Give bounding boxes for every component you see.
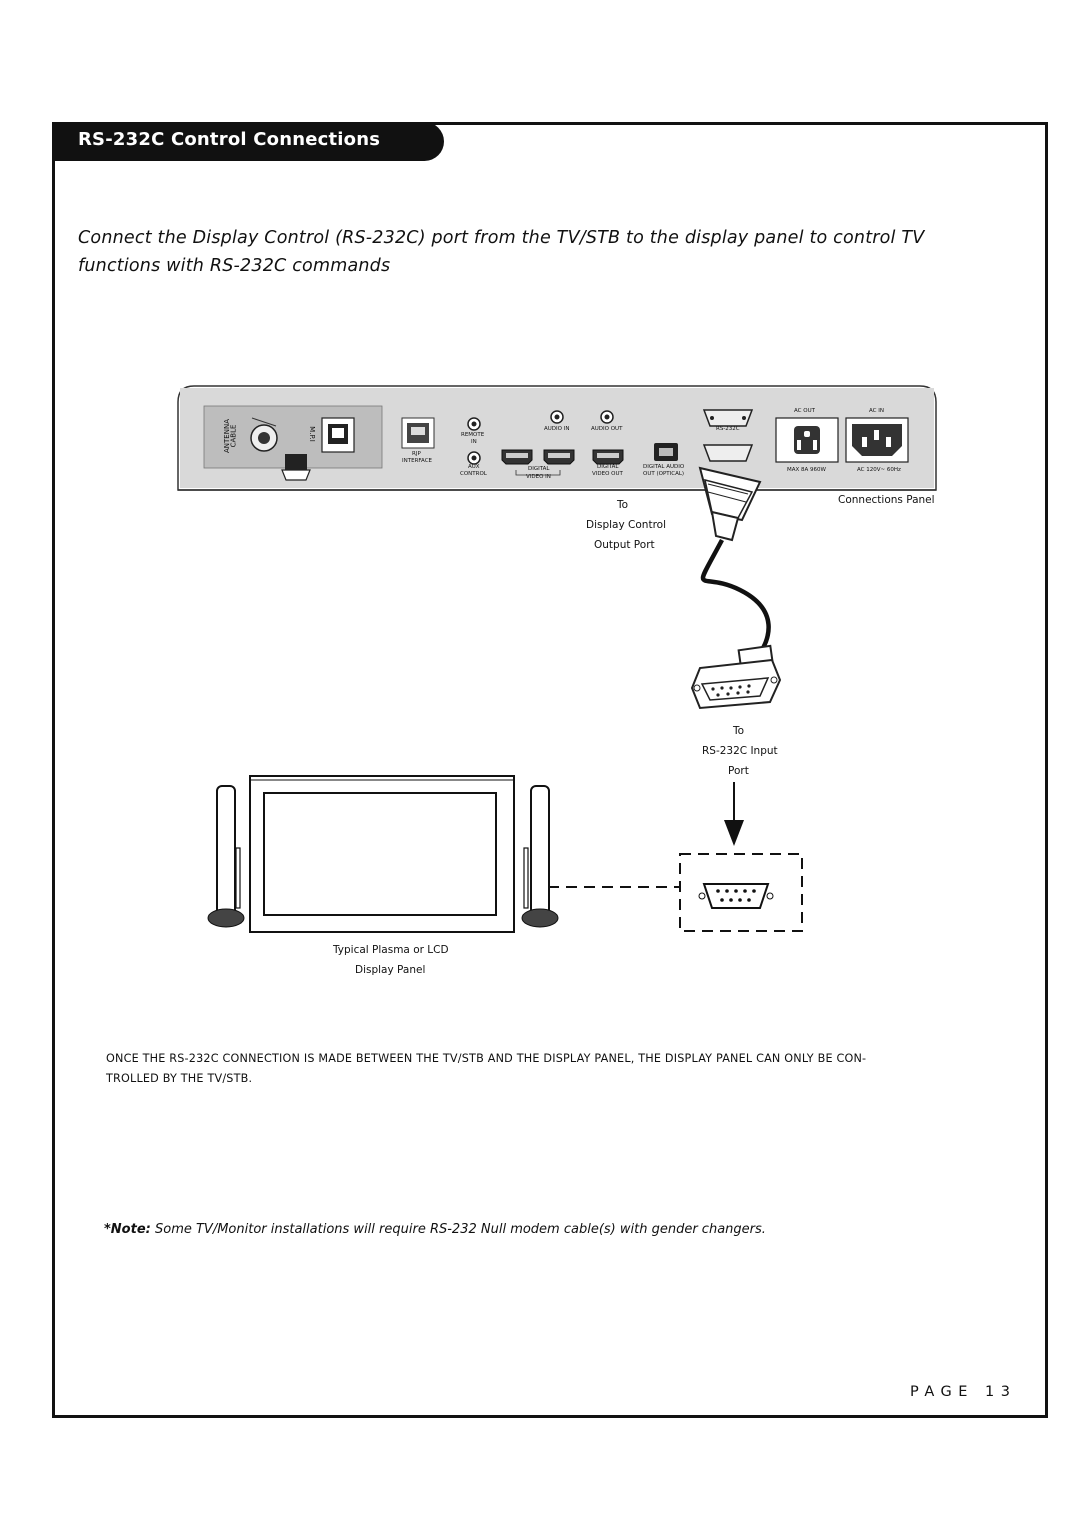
rjp-interface-jack [401, 417, 435, 449]
control-label: CONTROL [460, 471, 487, 477]
input-port-line1: RS-232C Input [702, 745, 778, 757]
page-number: PAGE 13 [910, 1384, 1017, 1400]
ac-in-socket [845, 417, 909, 463]
output-port-line1: Display Control [586, 519, 666, 531]
section-header-tab [52, 122, 444, 161]
rs232c-input-port-box [679, 853, 803, 932]
digital-video-out-label-2: VIDEO OUT [592, 471, 623, 477]
display-panel-illustration [207, 775, 559, 933]
aux-control-jack [467, 451, 481, 465]
digital-video-in-ports [501, 449, 575, 476]
display-panel-line2: Display Panel [355, 964, 426, 976]
audio-out-jack [600, 410, 614, 424]
remote-in-jack [467, 417, 481, 431]
digital-video-in-label-2: VIDEO IN [526, 474, 551, 480]
digital-video-out-label-1: DIGITAL [597, 464, 619, 470]
interface-label: INTERFACE [402, 458, 433, 464]
audio-out-label: AUDIO OUT [591, 426, 623, 432]
ac-out-socket [775, 417, 839, 463]
digital-audio-label: DIGITAL AUDIO [643, 464, 685, 470]
note-prefix: *Note: [104, 1222, 151, 1237]
rs232c-input-port [698, 883, 774, 909]
display-panel-line1: Typical Plasma or LCD [333, 944, 449, 956]
aux-label: AUX [468, 464, 480, 470]
digital-video-in-label-1: DIGITAL [528, 466, 550, 472]
audio-in-jack [550, 410, 564, 424]
digital-video-out-port [592, 449, 624, 465]
audio-in-label: AUDIO IN [544, 426, 570, 432]
output-port-line2: Output Port [594, 539, 655, 551]
out-optical-label: OUT (OPTICAL) [643, 471, 685, 477]
ac-out-label: AC OUT [794, 408, 815, 414]
input-port-to: To [733, 725, 745, 737]
mpi-jack [321, 417, 355, 453]
max-rating-label: MAX 8A 960W [787, 467, 826, 473]
optical-audio-port [654, 443, 678, 461]
rs232c-panel-label: RS-232C [716, 426, 740, 432]
mpi-label: M.P.I [307, 426, 316, 442]
null-modem-note: *Note: Some TV/Monitor installations wil… [104, 1222, 1004, 1237]
intro-text: Connect the Display Control (RS-232C) po… [78, 228, 925, 276]
output-port-to: To [617, 499, 629, 511]
rs232c-cable-top-connector [698, 466, 762, 542]
down-arrow-icon [724, 782, 744, 846]
rs232c-panel-port [702, 409, 754, 462]
section-title: RS-232C Control Connections [78, 129, 381, 150]
connections-panel-label: Connections Panel [838, 494, 935, 506]
connections-panel [177, 385, 937, 491]
rs232c-cable-bottom-connector [690, 644, 782, 710]
antenna-connector [250, 417, 311, 481]
cable-label: CABLE [229, 424, 238, 448]
remote-in-label: IN [471, 439, 477, 445]
note-text: Some TV/Monitor installations will requi… [154, 1222, 766, 1237]
rjp-label: RJP [412, 451, 421, 457]
page-frame [52, 122, 1048, 1418]
rs232c-cable [700, 538, 771, 658]
input-port-line2: Port [728, 765, 749, 777]
connection-caution-text: ONCE THE RS-232C CONNECTION IS MADE BETW… [106, 1052, 867, 1085]
ac-in-label: AC IN [869, 408, 884, 414]
remote-label: REMOTE [461, 432, 485, 438]
ac-rating-label: AC 120V~ 60Hz [857, 467, 901, 473]
